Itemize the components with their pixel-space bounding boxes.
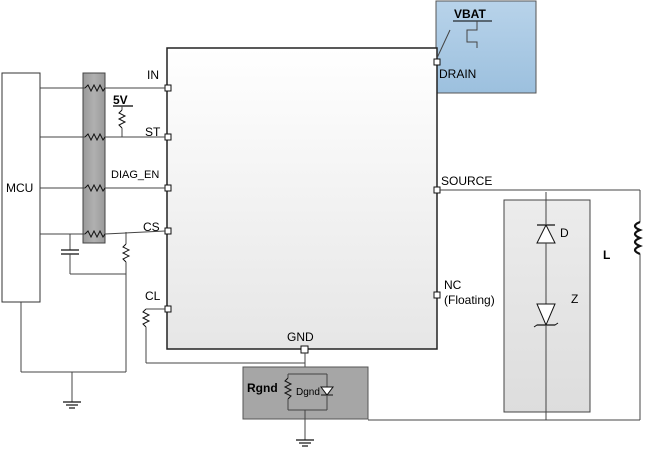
pin-diag-en bbox=[164, 184, 172, 192]
ic-chip bbox=[166, 47, 438, 350]
pin-gnd bbox=[300, 345, 309, 354]
inductor: L bbox=[603, 220, 643, 262]
mcu-label: MCU bbox=[6, 181, 33, 195]
resistor-array bbox=[82, 72, 106, 244]
five-v-label: 5V bbox=[113, 93, 128, 107]
pin-label-drain: DRAIN bbox=[439, 67, 476, 81]
pin-label-cs: CS bbox=[143, 220, 160, 234]
pin-label-in: IN bbox=[147, 68, 159, 82]
vbat-supply: VBAT bbox=[435, 0, 537, 94]
pin-in bbox=[164, 84, 172, 92]
diode-d-label: D bbox=[560, 226, 569, 240]
pin-nc bbox=[433, 291, 441, 299]
ground-symbol-left bbox=[63, 401, 81, 409]
pin-st bbox=[164, 133, 172, 141]
pin-label-cl: CL bbox=[145, 289, 161, 303]
pin-label-source: SOURCE bbox=[441, 174, 492, 188]
pin-drain bbox=[433, 58, 441, 66]
diode-z-label: Z bbox=[571, 292, 578, 306]
vbat-label: VBAT bbox=[454, 7, 486, 21]
pin-cs bbox=[164, 227, 172, 235]
pin-label-diag-en: DIAG_EN bbox=[111, 169, 159, 181]
pin-source bbox=[433, 186, 441, 194]
ground-symbol-bottom bbox=[296, 439, 314, 447]
inductor-label: L bbox=[603, 248, 610, 262]
pin-cl bbox=[164, 305, 172, 313]
mcu-block: MCU bbox=[1, 72, 41, 303]
pin-label-nc: NC bbox=[444, 278, 462, 292]
pin-label-st: ST bbox=[145, 125, 161, 139]
rgnd-label: Rgnd bbox=[247, 381, 278, 395]
dgnd-label: Dgnd bbox=[296, 387, 320, 398]
load-diodes: D Z bbox=[503, 192, 591, 420]
pin-label-nc-note: (Floating) bbox=[444, 293, 495, 307]
pin-label-gnd: GND bbox=[287, 330, 314, 344]
